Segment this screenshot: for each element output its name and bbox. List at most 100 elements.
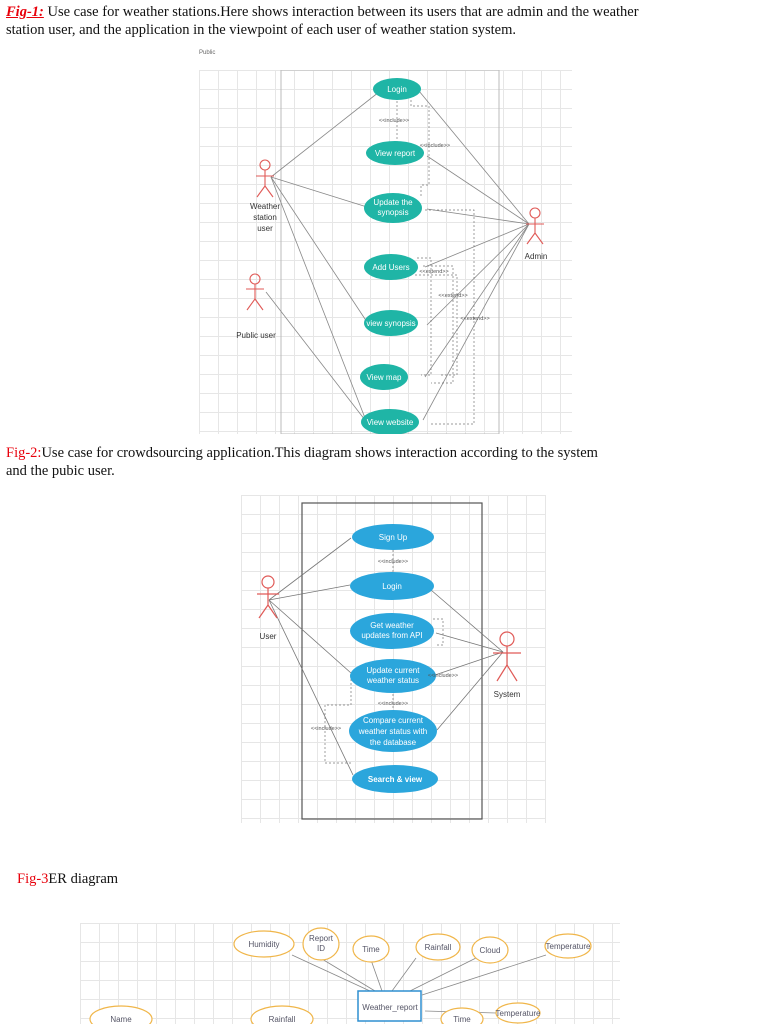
stereo-extend-2: <<extend>> bbox=[438, 293, 467, 299]
er-attr-temperature: Temperature bbox=[544, 933, 592, 959]
svg-text:View map: View map bbox=[367, 373, 403, 382]
stereo-include-b: <<include>> bbox=[428, 673, 458, 679]
svg-text:the database: the database bbox=[370, 738, 417, 747]
fig1-label: Fig-1: bbox=[6, 4, 44, 20]
fig1-dependencies bbox=[396, 98, 475, 425]
er-attr-time-2: Time bbox=[440, 1007, 484, 1029]
usecase-add-users[interactable]: Add Users bbox=[364, 254, 418, 280]
svg-text:Sign Up: Sign Up bbox=[379, 533, 408, 542]
fig1-stereotypes: <<include>> <<include>> <<extend>> <<ext… bbox=[379, 118, 490, 322]
stereo-include-c: <<include>> bbox=[378, 701, 408, 707]
svg-text:Add Users: Add Users bbox=[372, 263, 409, 272]
er-attr-temperature-2: Temperature bbox=[495, 1002, 541, 1024]
er-attr-rainfall-2: Rainfall bbox=[250, 1005, 314, 1029]
usecase-get-weather-updates[interactable]: Get weather updates from API bbox=[350, 613, 434, 649]
svg-text:Temperature: Temperature bbox=[496, 1009, 541, 1018]
fig2-caption-line2: and the pubic user. bbox=[6, 463, 115, 479]
svg-text:Update current: Update current bbox=[367, 666, 421, 675]
stereo-include-1: <<include>> bbox=[379, 118, 409, 124]
actor-user-label: User bbox=[260, 632, 277, 641]
fig2-dependencies bbox=[324, 550, 444, 764]
er-attr-report-id: Report ID bbox=[302, 927, 340, 961]
svg-text:Time: Time bbox=[453, 1015, 471, 1024]
fig2-system-boundary bbox=[301, 502, 483, 820]
svg-text:Login: Login bbox=[387, 85, 407, 94]
usecase-view-synopsis[interactable]: view synopsis bbox=[364, 310, 418, 336]
fig3-caption: Fig-3ER diagram bbox=[17, 870, 118, 888]
usecase-login-2[interactable]: Login bbox=[350, 572, 434, 600]
usecase-view-report[interactable]: View report bbox=[366, 141, 424, 165]
usecase-update-weather-status[interactable]: Update current weather status bbox=[350, 659, 436, 693]
fig2-stereotypes: <<include>> <<include>> <<include>> <<in… bbox=[311, 559, 458, 732]
fig2-caption-line1: Use case for crowdsourcing application.T… bbox=[41, 445, 598, 461]
actor-public-user-icon bbox=[246, 273, 264, 311]
actor-weather-label-1: Weather bbox=[250, 202, 280, 211]
er-attr-time: Time bbox=[352, 935, 390, 963]
svg-text:Cloud: Cloud bbox=[480, 946, 501, 955]
fig2-label: Fig-2: bbox=[6, 445, 42, 461]
fig1-header-tiny: Public bbox=[199, 50, 216, 56]
svg-text:weather status: weather status bbox=[366, 676, 419, 685]
actor-weather-label-3: user bbox=[257, 224, 273, 233]
fig1-caption-line2: station user, and the application in the… bbox=[6, 22, 516, 38]
usecase-sign-up[interactable]: Sign Up bbox=[352, 524, 434, 550]
svg-text:Compare current: Compare current bbox=[363, 716, 424, 725]
fig1-use-cases: Login View report Update the synopsis Ad… bbox=[360, 78, 424, 435]
er-attr-rainfall: Rainfall bbox=[415, 933, 461, 961]
svg-text:Rainfall: Rainfall bbox=[425, 943, 452, 952]
fig2-associations bbox=[268, 537, 504, 776]
actor-admin-icon bbox=[526, 207, 544, 245]
svg-text:Rainfall: Rainfall bbox=[269, 1015, 296, 1024]
actor-weather-label-2: station bbox=[253, 213, 277, 222]
usecase-compare-weather-status[interactable]: Compare current weather status with the … bbox=[349, 710, 437, 752]
svg-text:Report: Report bbox=[309, 934, 334, 943]
svg-text:Update the: Update the bbox=[373, 198, 413, 207]
stereo-extend-3: <<extend>> bbox=[460, 316, 489, 322]
fig1-diagram: Login View report Update the synopsis Ad… bbox=[199, 69, 572, 435]
fig2-caption: Fig-2:Use case for crowdsourcing applica… bbox=[6, 444, 598, 480]
fig2-svg: Sign Up Login Get weather updates from A… bbox=[257, 502, 521, 820]
svg-text:Time: Time bbox=[362, 945, 380, 954]
svg-text:Login: Login bbox=[382, 582, 402, 591]
usecase-search-view[interactable]: Search & view bbox=[352, 765, 438, 793]
actor-system-label: System bbox=[494, 690, 521, 699]
svg-text:Name: Name bbox=[110, 1015, 132, 1024]
stereo-extend-1: <<extend>> bbox=[419, 269, 448, 275]
svg-text:updates from API: updates from API bbox=[361, 631, 422, 640]
fig3-title: ER diagram bbox=[48, 871, 119, 887]
fig1-svg: Login View report Update the synopsis Ad… bbox=[236, 69, 548, 435]
svg-text:Get weather: Get weather bbox=[370, 621, 414, 630]
fig3-label: Fig-3 bbox=[17, 871, 49, 887]
usecase-view-map[interactable]: View map bbox=[360, 364, 408, 390]
stereo-include-a: <<include>> bbox=[378, 559, 408, 565]
svg-text:Weather_report: Weather_report bbox=[362, 1003, 418, 1012]
fig1-caption-line1: Use case for weather stations.Here shows… bbox=[47, 4, 639, 20]
actor-admin-label: Admin bbox=[525, 252, 548, 261]
fig1-caption: Fig-1: Use case for weather stations.Her… bbox=[6, 3, 639, 39]
usecase-view-website[interactable]: View website bbox=[361, 409, 419, 435]
usecase-update-synopsis[interactable]: Update the synopsis bbox=[364, 193, 422, 223]
svg-text:weather status with: weather status with bbox=[358, 727, 427, 736]
actor-weather-station-user-icon bbox=[256, 159, 274, 198]
fig2-use-cases: Sign Up Login Get weather updates from A… bbox=[349, 524, 438, 793]
fig3-relations bbox=[291, 954, 547, 1014]
svg-text:View website: View website bbox=[367, 418, 414, 427]
svg-text:Temperature: Temperature bbox=[546, 942, 591, 951]
er-attr-cloud: Cloud bbox=[471, 936, 509, 964]
actor-system-icon bbox=[493, 631, 521, 682]
svg-text:synopsis: synopsis bbox=[377, 208, 408, 217]
fig3-attributes: Humidity Report ID Time Rainfall Cloud bbox=[89, 927, 592, 1029]
er-attr-name: Name bbox=[89, 1005, 153, 1029]
usecase-login[interactable]: Login bbox=[373, 78, 421, 100]
stereo-include-d: <<include>> bbox=[311, 726, 341, 732]
svg-text:View report: View report bbox=[375, 149, 416, 158]
stereo-include-2: <<include>> bbox=[420, 143, 450, 149]
actor-user-icon bbox=[257, 575, 279, 619]
svg-text:Humidity: Humidity bbox=[248, 940, 279, 949]
actor-public-label: Public user bbox=[236, 331, 276, 340]
fig1-associations bbox=[265, 90, 530, 421]
fig2-diagram: Sign Up Login Get weather updates from A… bbox=[241, 495, 546, 823]
er-attr-humidity: Humidity bbox=[233, 930, 295, 958]
svg-text:view synopsis: view synopsis bbox=[366, 319, 415, 328]
er-entity-weather-report: Weather_report bbox=[357, 990, 422, 1022]
